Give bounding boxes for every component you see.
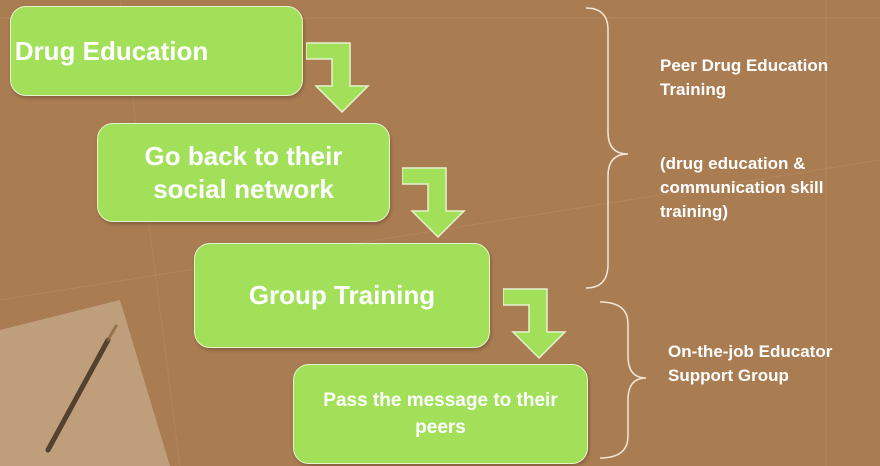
step-label: Group Training — [248, 280, 436, 310]
flow-arrow-icon — [402, 167, 466, 239]
support-group-label: On-the-job Educator Support Group — [668, 342, 833, 385]
step-label: Go back to their social network — [144, 140, 343, 204]
step-drug-education: Drug Education — [10, 6, 303, 96]
peer-training-title: Peer Drug Education Training — [660, 56, 829, 99]
bracket-support-group — [599, 301, 647, 459]
flow-arrow-icon — [306, 42, 370, 114]
step-go-back-social-network: Go back to their social network — [97, 123, 390, 222]
step-label: Drug Education — [14, 35, 209, 66]
step-label: Pass the message to their peers — [323, 390, 558, 438]
step-group-training: Group Training — [194, 243, 490, 348]
step-pass-message: Pass the message to their peers — [293, 364, 588, 464]
bracket-peer-training — [585, 7, 629, 289]
peer-training-detail: (drug education & communication skill tr… — [660, 154, 824, 221]
flow-arrow-icon — [503, 288, 567, 360]
